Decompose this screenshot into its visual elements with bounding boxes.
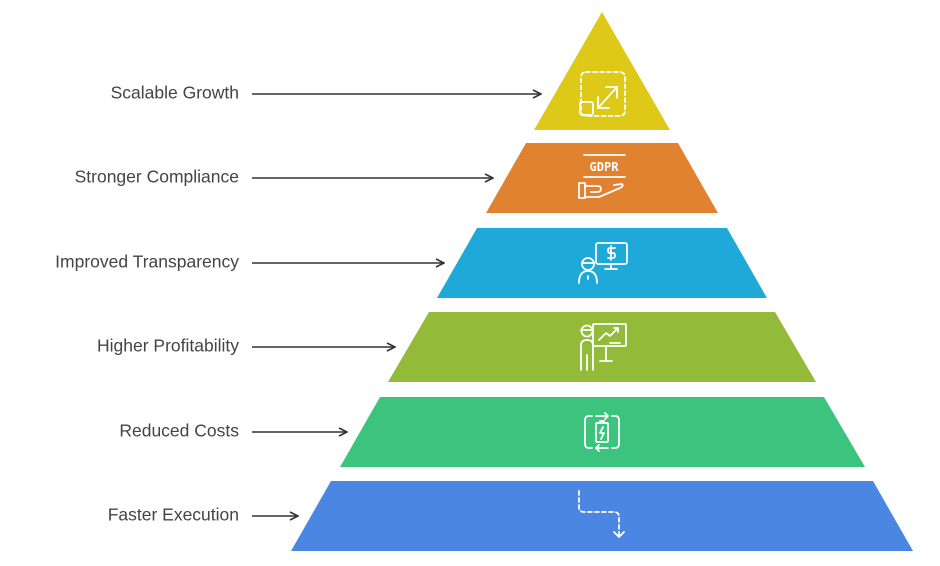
layer-shape	[486, 143, 718, 213]
scale-expand-icon	[579, 71, 626, 117]
layer-label: Stronger Compliance	[75, 167, 239, 187]
battery-cycle-icon	[584, 412, 620, 452]
presenter-chart-icon	[580, 323, 627, 371]
gdpr-hand-icon: GDPR	[578, 154, 626, 199]
gdpr-icon-text: GDPR	[590, 160, 620, 174]
layer-shape	[437, 228, 767, 298]
layer-shape	[534, 12, 670, 130]
layer-label: Reduced Costs	[119, 421, 239, 441]
layer-shape	[291, 481, 913, 551]
layer-label: Faster Execution	[108, 505, 239, 525]
pyramid-layer-scalable-growth: Scalable Growth	[111, 12, 670, 130]
dashed-path-arrow-icon	[578, 490, 625, 538]
layer-label: Higher Profitability	[97, 336, 239, 356]
person-monitor-dollar-icon	[578, 242, 628, 284]
pyramid-layer-faster-execution: Faster Execution	[108, 481, 913, 551]
pyramid-layer-stronger-compliance: Stronger Compliance GDPR	[75, 143, 718, 213]
layer-label: Improved Transparency	[55, 252, 239, 272]
layer-shape	[388, 312, 816, 382]
layer-shape	[340, 397, 865, 467]
pyramid-layer-improved-transparency: Improved Transparency	[55, 228, 767, 298]
layer-label: Scalable Growth	[111, 83, 239, 103]
pyramid-layer-higher-profitability: Higher Profitability	[97, 312, 816, 382]
pyramid-layer-reduced-costs: Reduced Costs	[119, 397, 865, 467]
